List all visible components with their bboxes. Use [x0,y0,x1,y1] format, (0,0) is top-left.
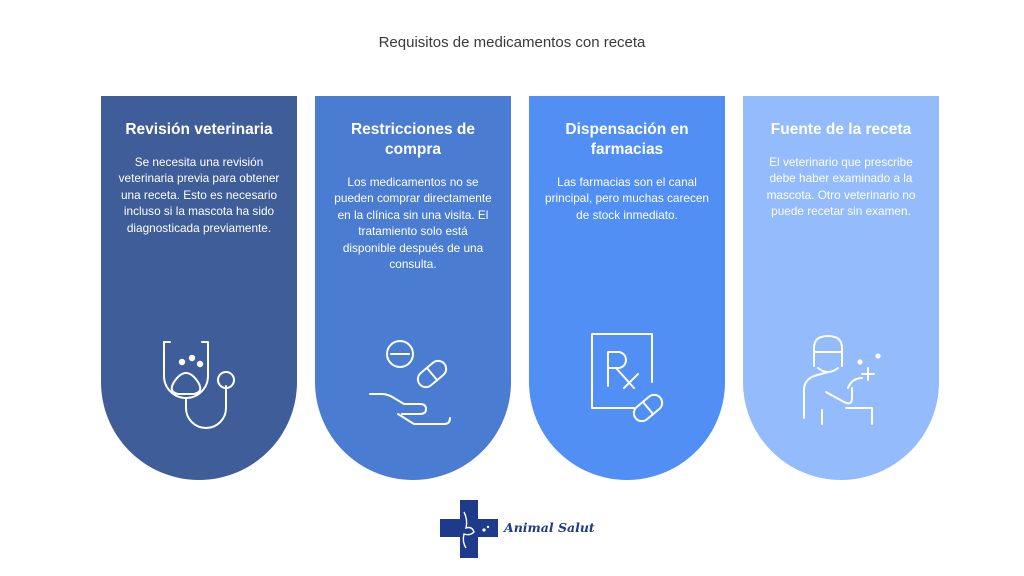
medical-cross-pet-icon [440,500,498,558]
card-text: Los medicamentos no se pueden comprar di… [334,175,492,272]
card-text: Se necesita una revisión veterinaria pre… [118,155,280,235]
card-dispensacion-farmacias: Dispensación en farmacias Las farmacias … [529,96,725,480]
card-restricciones-compra: Restricciones de compra Los medicamentos… [315,96,511,480]
card-title: Restricciones de compra [350,121,476,158]
prescription-rx-icon [591,333,664,423]
card-title: Dispensación en farmacias [565,121,689,158]
veterinarian-pet-icon [803,335,881,425]
card-revision-veterinaria: Revisión veterinaria Se necesita una rev… [101,96,297,480]
hand-pills-icon [369,340,451,425]
card-text: Las farmacias son el canal principal, pe… [545,175,709,222]
card-title: Fuente de la receta [770,121,912,138]
card-title: Revisión veterinaria [125,121,273,138]
stethoscope-paw-icon [163,341,235,429]
animal-salut-logo: Animal Salut [438,500,598,558]
logo-text: Animal Salut [504,520,595,535]
diagram-title: Requisitos de medicamentos con receta [378,34,646,51]
card-text: El veterinario que prescribe debe haber … [766,155,916,219]
card-fuente-receta: Fuente de la receta El veterinario que p… [743,96,939,480]
